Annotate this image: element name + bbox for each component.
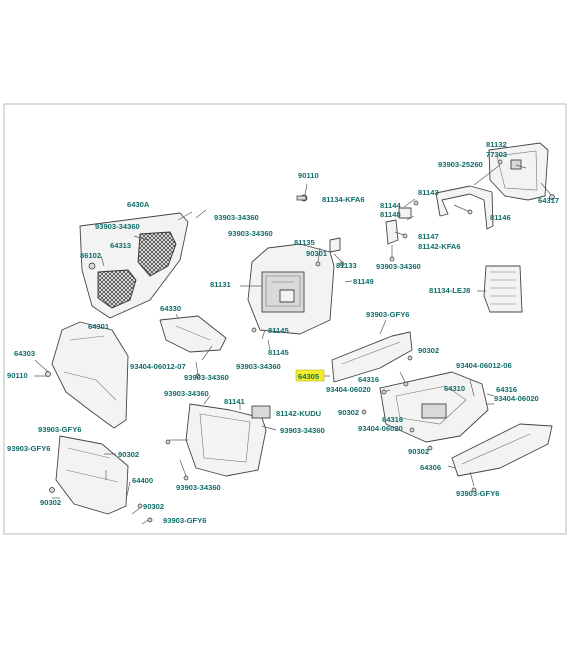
label-90110-left: 90110 <box>7 371 28 380</box>
label-93903-34360-a: 93903-34360 <box>376 262 421 271</box>
label-64316-c: 64316 <box>382 415 403 424</box>
label-93903-gfy6-b: 93903-GFY6 <box>38 425 81 434</box>
side-rail-64306 <box>447 423 553 493</box>
label-93404-06020-a: 93404-06020 <box>326 385 371 394</box>
label-90302-f: 90302 <box>143 502 164 511</box>
label-93903-gfy6-a: 93903-GFY6 <box>366 310 409 319</box>
part-81132-rack-plate[interactable] <box>488 142 549 201</box>
label-90302-b: 90302 <box>338 408 359 417</box>
part-86102-emblem-grille[interactable] <box>97 269 137 309</box>
label-93903-34360-e: 93903-34360 <box>236 362 281 371</box>
part-81135-clip[interactable] <box>329 237 341 253</box>
label-93903-34360-i: 93903-34360 <box>176 483 221 492</box>
label-93903-34360-g: 93903-34360 <box>164 389 209 398</box>
label-81134-kfa6: 81134-KFA6 <box>322 195 365 204</box>
label-81145-b: 81145 <box>268 348 289 357</box>
part-64400-lower-cover[interactable] <box>55 435 129 515</box>
label-81142-kfa6: 81142-KFA6 <box>418 242 461 251</box>
label-64306: 64306 <box>420 463 441 472</box>
label-81144: 81144 <box>380 201 401 210</box>
label-93903-34360-b: 93903-34360 <box>95 222 140 231</box>
part-64330[interactable] <box>159 315 227 353</box>
label-81145-a: 81145 <box>268 326 289 335</box>
inner-panel-81131 <box>240 237 353 351</box>
part-64330-group <box>159 313 227 379</box>
label-93404-06020-c: 93404-06020 <box>358 424 403 433</box>
label-64301: 64301 <box>88 322 110 331</box>
label-77303: 77303 <box>486 150 507 159</box>
part-81148-hook[interactable] <box>398 207 412 219</box>
part-81142-kudu[interactable] <box>251 405 271 419</box>
floor-frame-64310 <box>361 371 495 451</box>
label-81147: 81147 <box>418 232 439 241</box>
part-81142-kfa6-bracket[interactable] <box>385 219 399 245</box>
label-64317: 64317 <box>538 196 559 205</box>
label-64305[interactable]: 64305 <box>298 372 320 381</box>
label-86102: 86102 <box>80 251 101 260</box>
label-64330: 64330 <box>160 304 181 313</box>
part-81134-lej8-box <box>477 265 523 313</box>
front-cover-6430a <box>79 209 207 319</box>
label-64313: 64313 <box>110 241 131 250</box>
leg-shield-81141 <box>165 395 277 481</box>
label-90302-d: 90302 <box>118 450 139 459</box>
lower-cover-64400 <box>49 435 153 525</box>
label-93903-34360-d: 93903-34360 <box>228 229 273 238</box>
label-81141: 81141 <box>224 397 245 406</box>
label-93903-gfy6-c: 93903-GFY6 <box>7 444 50 453</box>
label-6430a: 6430A <box>127 200 150 209</box>
part-64313-grille[interactable] <box>137 231 177 277</box>
label-81143: 81143 <box>418 188 439 197</box>
label-93404-06012-07: 93404-06012-07 <box>130 362 186 371</box>
label-93903-34360-c: 93903-34360 <box>214 213 259 222</box>
label-93404-06020-b: 93404-06020 <box>494 394 539 403</box>
part-64305-floor-side[interactable] <box>331 331 413 383</box>
label-64310: 64310 <box>444 384 465 393</box>
label-81131: 81131 <box>210 280 231 289</box>
label-93903-gfy6-e: 93903-GFY6 <box>163 516 206 525</box>
part-81134-lej8[interactable] <box>483 265 523 313</box>
part-64306-side-rail[interactable] <box>451 423 553 477</box>
label-64316-a: 64316 <box>358 375 379 384</box>
rear-rack-assembly <box>435 142 555 230</box>
label-81142-kudu: 81142-KUDU <box>276 409 322 418</box>
label-81148: 81148 <box>380 210 401 219</box>
part-81146-rack-frame[interactable] <box>435 185 494 230</box>
label-81132: 81132 <box>486 140 507 149</box>
label-64316-b: 64316 <box>496 385 517 394</box>
label-93903-34360-h: 93903-34360 <box>280 426 325 435</box>
part-64301-front-shield[interactable] <box>51 321 129 429</box>
label-64303: 64303 <box>14 349 35 358</box>
label-90302-a: 90302 <box>418 346 439 355</box>
label-93903-25260: 93903-25260 <box>438 160 483 169</box>
label-93903-gfy6-d: 93903-GFY6 <box>456 489 499 498</box>
top-bolt-90110 <box>296 183 308 202</box>
label-81135: 81135 <box>294 238 315 247</box>
label-90302-c: 90302 <box>408 447 429 456</box>
label-93903-34360-f: 93903-34360 <box>184 373 229 382</box>
floor-side-64305 <box>322 319 413 383</box>
front-shield-64301 <box>34 321 129 429</box>
highlight-64305 <box>295 369 325 382</box>
label-90301: 90301 <box>306 249 328 258</box>
label-90110-top: 90110 <box>298 171 319 180</box>
hook-assembly <box>385 198 419 262</box>
label-81149: 81149 <box>353 277 374 286</box>
label-81134-lej8: 81134-LEJ8 <box>429 286 470 295</box>
label-81146: 81146 <box>490 213 511 222</box>
diagram-frame <box>3 103 567 535</box>
label-81133: 81133 <box>336 261 357 270</box>
label-64400: 64400 <box>132 476 153 485</box>
label-90302-e: 90302 <box>40 498 61 507</box>
part-labels: 90110 81134-KFA6 81132 77303 93903-25260… <box>7 140 559 525</box>
label-93404-06012-06: 93404-06012-06 <box>456 361 512 370</box>
